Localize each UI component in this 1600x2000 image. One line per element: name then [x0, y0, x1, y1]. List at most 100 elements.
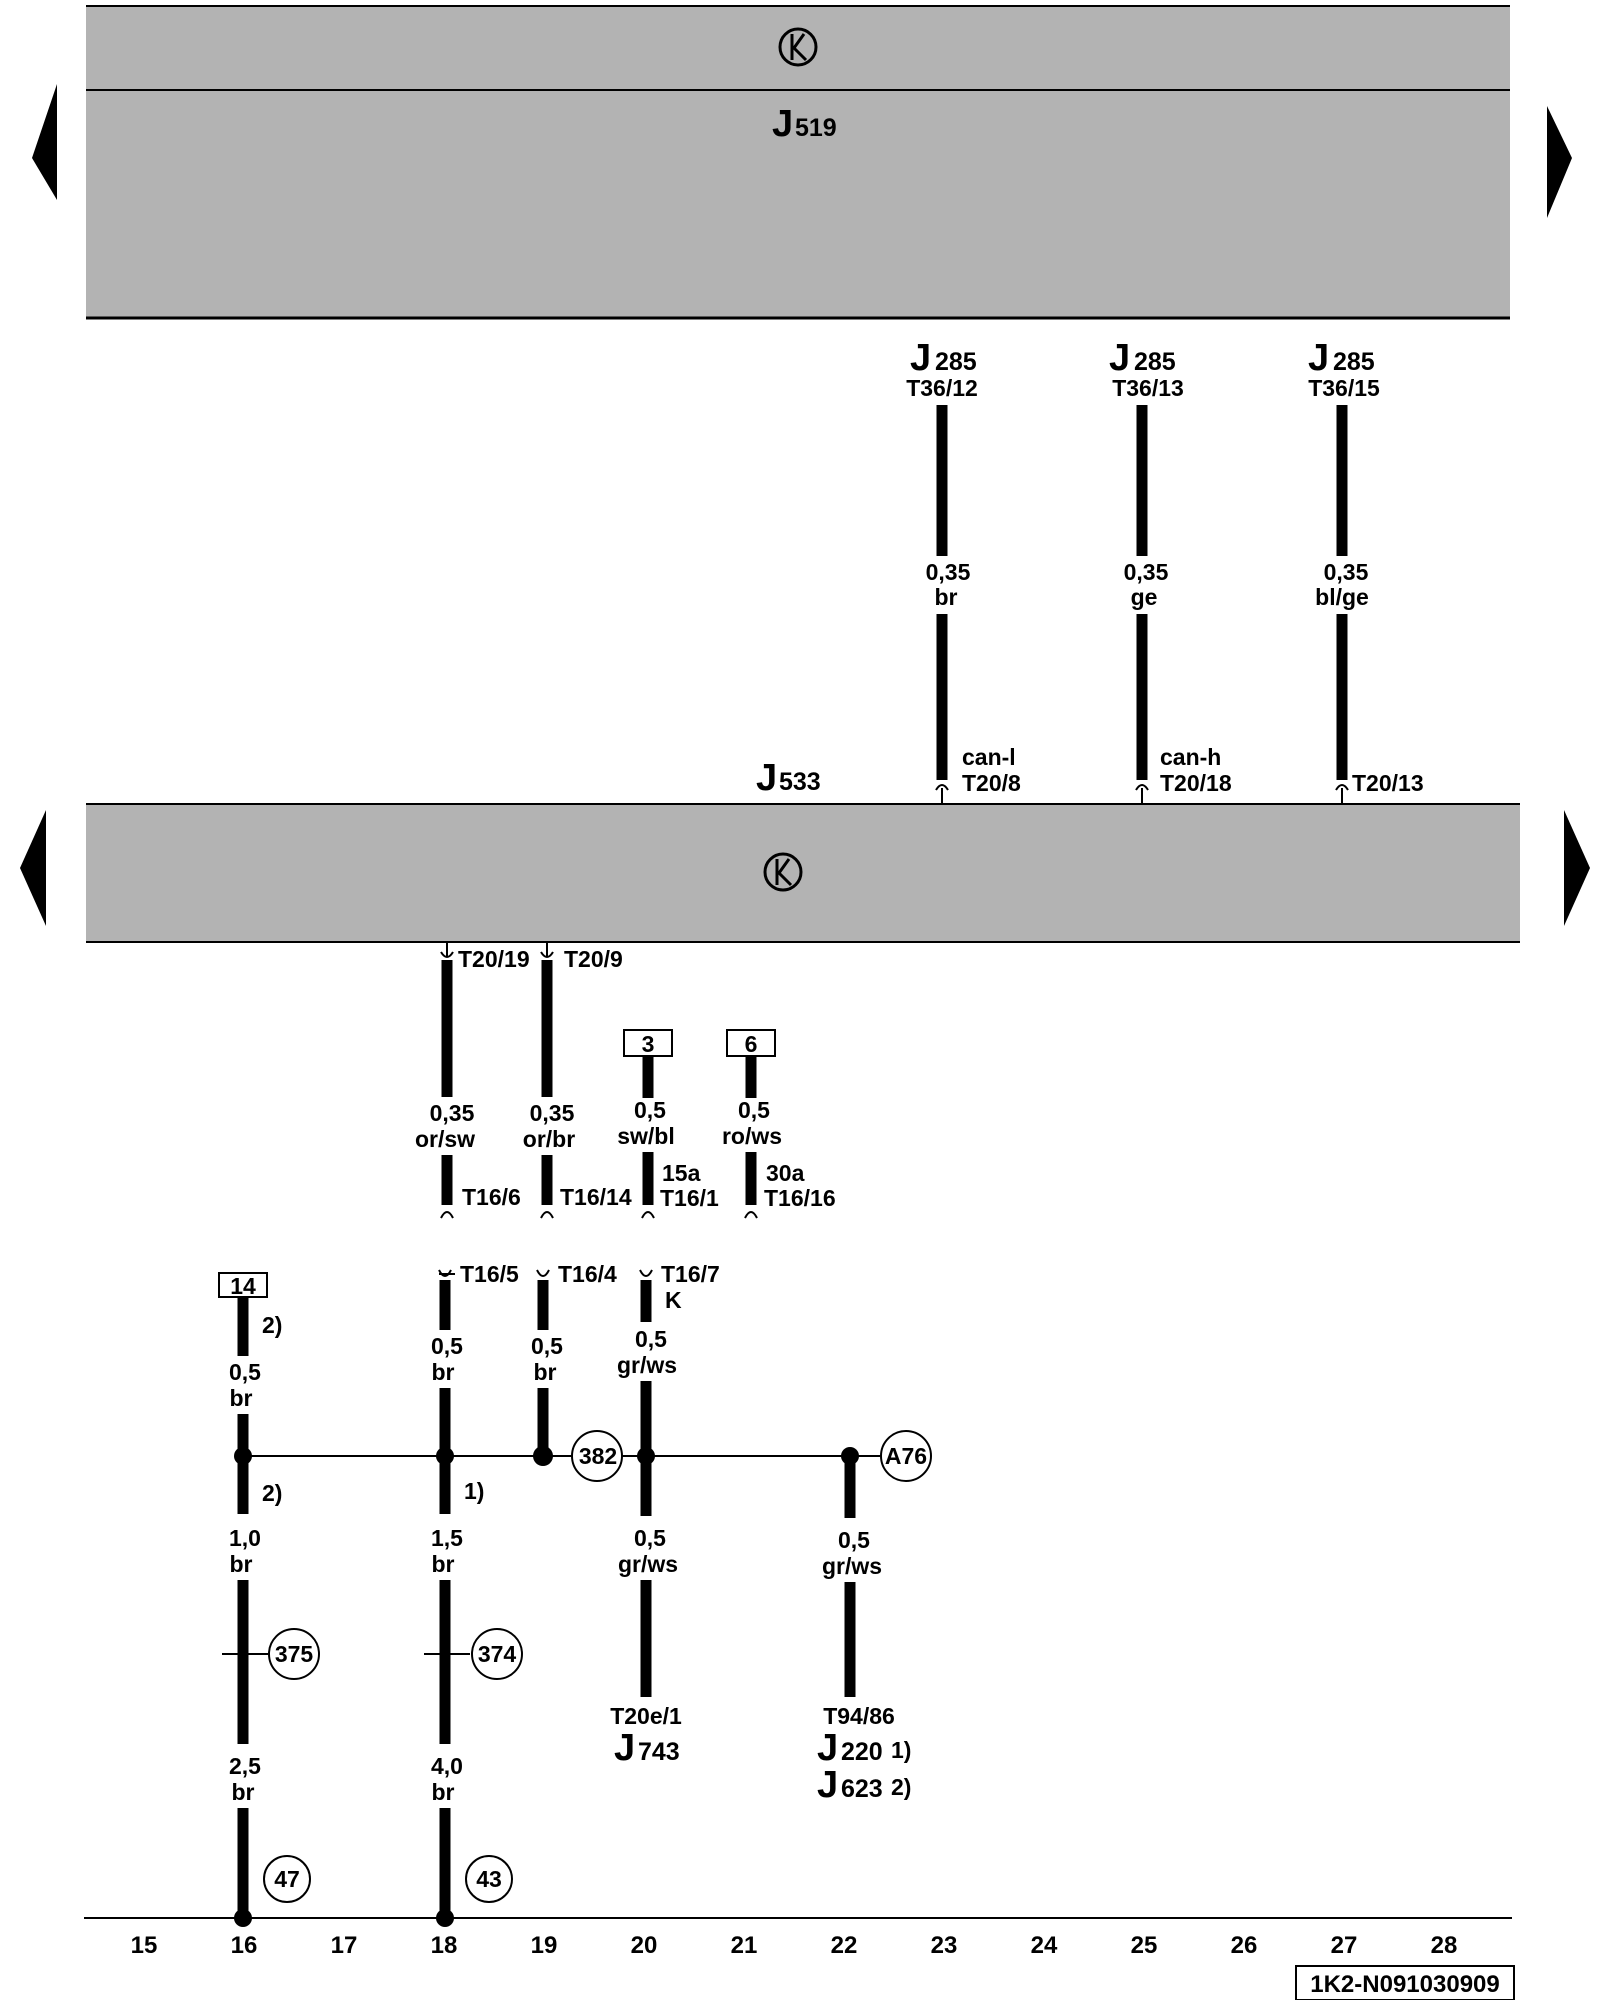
pin-bottom-label: T20/13 [1352, 770, 1424, 796]
pin-label: T36/15 [1308, 375, 1380, 401]
can-bus-icon [778, 27, 818, 67]
module-j519-number: 519 [795, 114, 837, 142]
wire-ro-ws[interactable]: 6 0,5 ro/ws 30a T16/16 [722, 1029, 836, 1219]
pin-label: T20e/1 [610, 1703, 682, 1729]
pin-bottom-label: T20/18 [1160, 770, 1232, 796]
wire-or-br[interactable]: T20/9 0,35 or/br T16/14 [523, 942, 632, 1219]
pin-label: T16/7 [661, 1261, 720, 1287]
splice-node [436, 1447, 454, 1465]
wire-gauge: 2,5 [229, 1753, 261, 1779]
ground-label: 47 [274, 1866, 300, 1892]
doc-id: 1K2-N091030909 [1310, 1971, 1499, 1998]
terminal-label: 15a [662, 1160, 701, 1186]
wire-gauge: 0,35 [926, 559, 971, 585]
splice-374[interactable] [471, 1628, 523, 1680]
continue-left-arrow-top[interactable] [32, 84, 57, 200]
component-letter: J [1109, 337, 1130, 379]
splice-375[interactable] [268, 1628, 320, 1680]
ruler-tick-18: 18 [431, 1932, 458, 1959]
pin-label: T16/5 [460, 1261, 519, 1287]
ground-47[interactable] [263, 1855, 311, 1903]
splice-node [533, 1446, 553, 1466]
wire-color: sw/bl [617, 1123, 675, 1149]
module-j519-letter: J [772, 103, 793, 145]
connector-label: T16/14 [560, 1184, 632, 1210]
wire-column-20[interactable]: T16/7 K 0,5 gr/ws 0,5 gr/ws T20e/1 J 743 [610, 1261, 720, 1769]
ruler-tick-24: 24 [1031, 1932, 1058, 1959]
pin-label: T16/4 [558, 1261, 617, 1287]
wire-gauge: 0,35 [430, 1100, 475, 1126]
wire-sw-bl[interactable]: 3 0,5 sw/bl 15a T16/1 [617, 1029, 719, 1219]
module-j533-number: 533 [779, 768, 821, 796]
ground-label: 43 [476, 1866, 502, 1892]
wire-can-h[interactable]: J 285 T36/13 0,35 ge can-h T20/18 [1109, 337, 1232, 804]
ground-43[interactable] [465, 1855, 513, 1903]
wire-or-sw[interactable]: T20/19 0,35 or/sw T16/6 [415, 942, 530, 1219]
can-bus-icon [763, 852, 803, 892]
wire-column-22[interactable]: A76 0,5 gr/ws T94/86 J 220 1) J 623 2) [817, 1430, 932, 1806]
ruler-tick-26: 26 [1231, 1932, 1258, 1959]
module-j519: J 519 [86, 5, 1510, 320]
ref-box-6[interactable] [726, 1029, 776, 1057]
signal-label: can-l [962, 744, 1016, 770]
pin-label: T36/13 [1112, 375, 1184, 401]
component-letter: J [817, 1764, 838, 1806]
splice-node [841, 1447, 859, 1465]
wire-color: br [534, 1359, 557, 1385]
component-number: 285 [1134, 348, 1176, 376]
note-label: 1) [464, 1478, 484, 1504]
note-label: 2) [891, 1774, 911, 1800]
wire-column-19[interactable]: T16/4 0,5 br 382 [531, 1261, 623, 1482]
doc-id-box [1295, 1965, 1515, 2000]
splice-label: 375 [275, 1641, 314, 1667]
pin-top-label: T20/9 [564, 946, 623, 972]
terminal-label: K [665, 1287, 682, 1313]
ref-box-3[interactable] [623, 1029, 673, 1057]
wire-color: br [432, 1359, 455, 1385]
ref-box-label: 3 [642, 1031, 655, 1057]
signal-label: can-h [1160, 744, 1221, 770]
wire-gauge: 0,5 [634, 1525, 666, 1551]
component-number: 220 [841, 1738, 883, 1766]
pin-top-label: T20/19 [458, 946, 530, 972]
component-number: 623 [841, 1775, 883, 1803]
wire-color: br [935, 584, 958, 610]
wire-column-18[interactable]: T16/5 0,5 br 1) 1,5 br 374 4,0 br 43 [424, 1261, 523, 1927]
continue-left-arrow-mid[interactable] [20, 810, 46, 926]
wire-color: br [432, 1779, 455, 1805]
connector-label: T16/1 [660, 1185, 719, 1211]
ref-box-label: 6 [745, 1031, 758, 1057]
ruler-tick-22: 22 [831, 1932, 858, 1959]
wire-gauge: 0,5 [838, 1527, 870, 1553]
wire-color: or/br [523, 1126, 575, 1152]
wire-color: ro/ws [722, 1123, 782, 1149]
continue-right-arrow-mid[interactable] [1564, 810, 1590, 926]
wire-color: gr/ws [617, 1352, 677, 1378]
wire-bl-ge[interactable]: J 285 T36/15 0,35 bl/ge T20/13 [1308, 337, 1424, 804]
wire-column-16[interactable]: 14 2) 0,5 br 2) 1,0 br 375 2,5 br 47 [218, 1272, 320, 1927]
wire-gauge: 0,5 [229, 1359, 261, 1385]
module-j533: J 533 [86, 757, 1520, 943]
splice-382[interactable] [571, 1430, 623, 1482]
ruler-tick-16: 16 [231, 1932, 258, 1959]
wire-color: gr/ws [822, 1553, 882, 1579]
splice-label: A76 [885, 1443, 927, 1469]
wire-gauge: 0,35 [530, 1100, 575, 1126]
module-j533-letter: J [756, 757, 777, 799]
wire-gauge: 0,35 [1324, 559, 1369, 585]
ruler-tick-20: 20 [631, 1932, 658, 1959]
ruler-tick-17: 17 [331, 1932, 358, 1959]
terminal-label: 30a [766, 1160, 805, 1186]
component-number: 743 [638, 1738, 680, 1766]
ruler-tick-27: 27 [1331, 1932, 1358, 1959]
splice-node [234, 1447, 252, 1465]
splice-label: 382 [579, 1443, 617, 1469]
module-j533-body [86, 804, 1520, 942]
splice-A76[interactable] [880, 1430, 932, 1482]
wire-gauge: 0,5 [634, 1097, 666, 1123]
wire-can-l[interactable]: J 285 T36/12 0,35 br can-l T20/8 [906, 337, 1021, 804]
pin-label: T36/12 [906, 375, 978, 401]
ruler-tick-15: 15 [131, 1932, 158, 1959]
wire-color: br [230, 1551, 253, 1577]
continue-right-arrow-top[interactable] [1547, 106, 1572, 218]
